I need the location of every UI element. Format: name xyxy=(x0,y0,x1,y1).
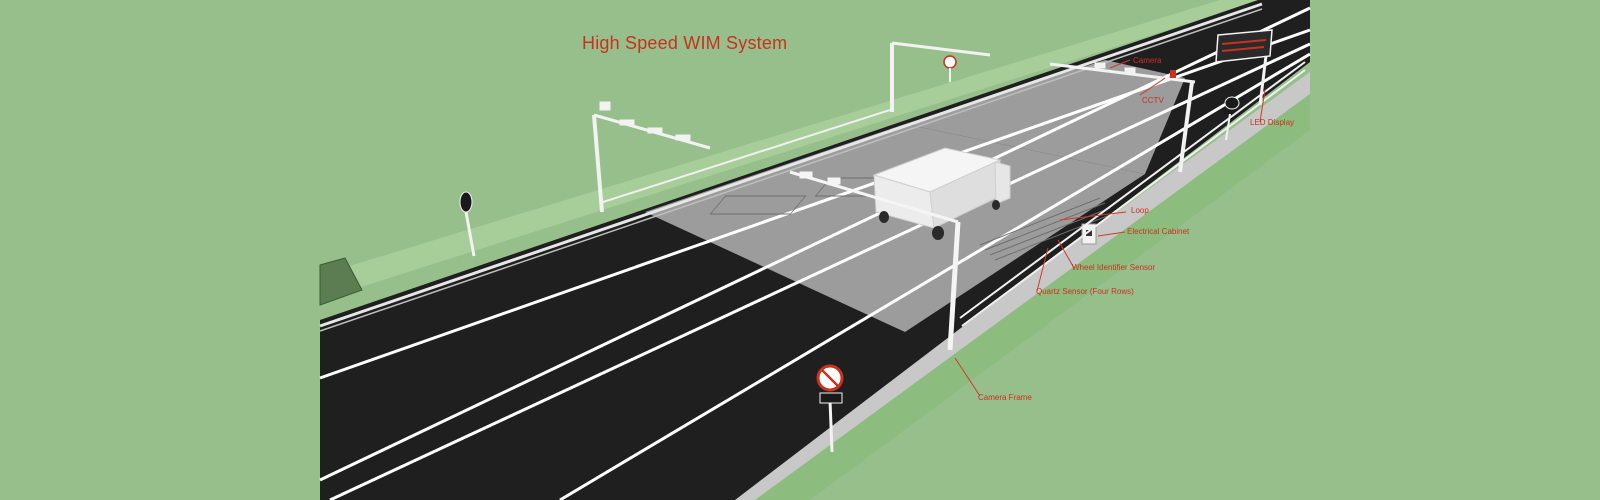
weigh-zone xyxy=(645,124,1145,332)
camera-frame-pole xyxy=(789,170,961,351)
left-camera-gantry xyxy=(592,101,711,213)
label-loop: Loop xyxy=(1131,206,1149,215)
back-gantry xyxy=(890,41,991,112)
label-wheel-identifier-sensor: Wheel Identifier Sensor xyxy=(1072,263,1156,272)
loop-marks xyxy=(709,177,1116,261)
label-cctv: CCTV xyxy=(1142,96,1164,105)
cctv-gantry xyxy=(1049,62,1196,173)
direction-sign-icon xyxy=(459,191,476,257)
label-led-display: LED Display xyxy=(1250,118,1295,127)
near-embankment xyxy=(755,94,1310,500)
label-electrical-cabinet: Electrical Cabinet xyxy=(1127,227,1190,236)
label-camera: Camera xyxy=(1133,56,1162,65)
label-camera-frame: Camera Frame xyxy=(978,393,1032,402)
led-display-board-icon xyxy=(1215,29,1273,106)
leader-lines xyxy=(954,59,1266,397)
label-quartz-sensor: Quartz Sensor (Four Rows) xyxy=(1036,287,1134,296)
near-guardrail xyxy=(959,61,1306,327)
truck-icon xyxy=(872,147,1011,240)
roadside-box xyxy=(319,257,363,306)
weigh-zone-far xyxy=(905,60,1185,174)
diagram-title: High Speed WIM System xyxy=(582,33,788,53)
speed-limit-sign-icon xyxy=(943,55,957,69)
far-guardrail xyxy=(319,2,1263,328)
no-pedestrian-sign-icon xyxy=(816,364,844,453)
far-embankment xyxy=(320,0,1262,300)
